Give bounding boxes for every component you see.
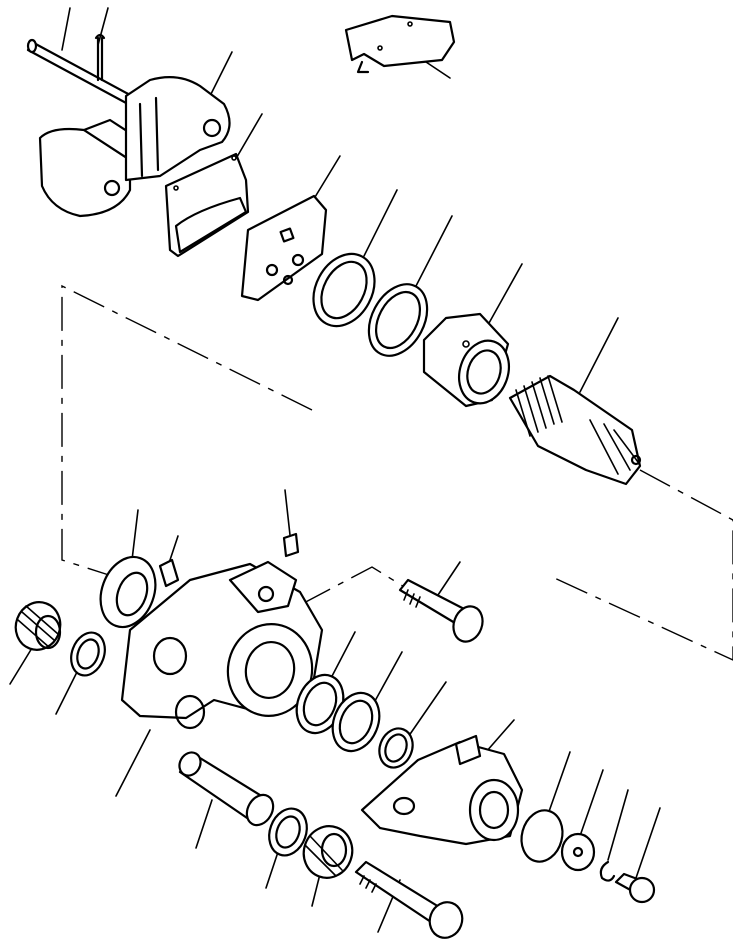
- bushing-icon: [14, 601, 62, 651]
- bolt-icon: [354, 860, 464, 939]
- pad-icon: [164, 152, 250, 258]
- fitting-icon: [282, 532, 300, 558]
- ring-icon: [268, 807, 308, 857]
- pin-icon: [26, 38, 134, 106]
- assembly-guide-lines: [61, 284, 733, 661]
- nut-icon: [422, 312, 510, 408]
- lever-icon: [360, 734, 524, 846]
- housing-icon: [120, 560, 324, 730]
- ring-icon: [378, 727, 414, 769]
- ring-icon: [367, 283, 429, 357]
- ring-icon: [70, 631, 106, 677]
- nipple-icon: [158, 558, 180, 588]
- leader-lines: [9, 7, 661, 933]
- cotter-icon: [94, 33, 106, 82]
- yoke-icon: [38, 75, 231, 218]
- washer-icon: [520, 809, 564, 863]
- bolt-icon: [614, 872, 656, 904]
- plate-icon: [240, 194, 328, 302]
- snap-ring-icon: [599, 860, 616, 882]
- ring-icon: [331, 691, 381, 753]
- ring-icon: [312, 252, 376, 328]
- seal-icon: [99, 555, 157, 629]
- plate-icon: [344, 14, 456, 74]
- washer-icon: [560, 832, 596, 872]
- sleeve-icon: [178, 751, 275, 827]
- bellows-icon: [302, 825, 354, 879]
- shaft-icon: [508, 374, 642, 486]
- bolt-icon: [398, 578, 484, 643]
